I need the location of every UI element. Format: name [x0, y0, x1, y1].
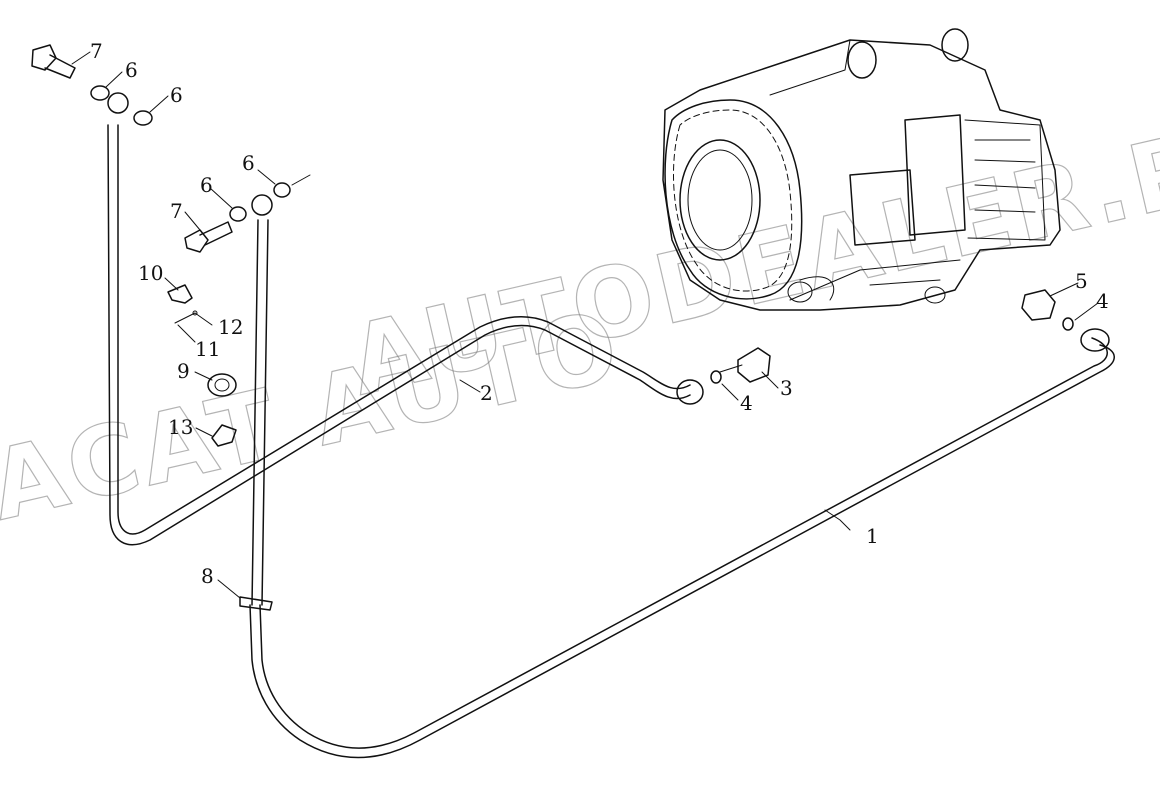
pipe-2	[107, 124, 704, 546]
callout-13: 13	[168, 415, 193, 439]
pipe-vertical	[107, 92, 273, 606]
transmission-housing	[662, 28, 1061, 311]
callout-6-right: 6	[170, 83, 183, 107]
callout-1: 1	[866, 524, 879, 548]
callout-7-top: 7	[90, 39, 103, 63]
callout-11: 11	[195, 337, 220, 361]
leader-lines	[71, 51, 1099, 599]
callout-6-upper-mid: 6	[242, 151, 255, 175]
callout-5: 5	[1075, 269, 1088, 293]
callout-2: 2	[480, 381, 493, 405]
callout-10: 10	[138, 261, 163, 285]
callout-12: 12	[218, 315, 243, 339]
callout-6-mid: 6	[200, 173, 213, 197]
pipe-1	[249, 328, 1115, 759]
callout-8: 8	[201, 564, 214, 588]
callout-3: 3	[780, 376, 793, 400]
callout-7-mid: 7	[170, 199, 183, 223]
callout-4-right: 4	[1096, 289, 1109, 313]
fittings	[31, 44, 1074, 611]
callout-4-left: 4	[740, 391, 753, 415]
callout-9: 9	[177, 359, 190, 383]
callout-labels: 1 2 3 4 4 5 6 6 6 6 7 7 8 9 10 11 12 13	[90, 39, 1109, 588]
callout-6-top: 6	[125, 58, 138, 82]
